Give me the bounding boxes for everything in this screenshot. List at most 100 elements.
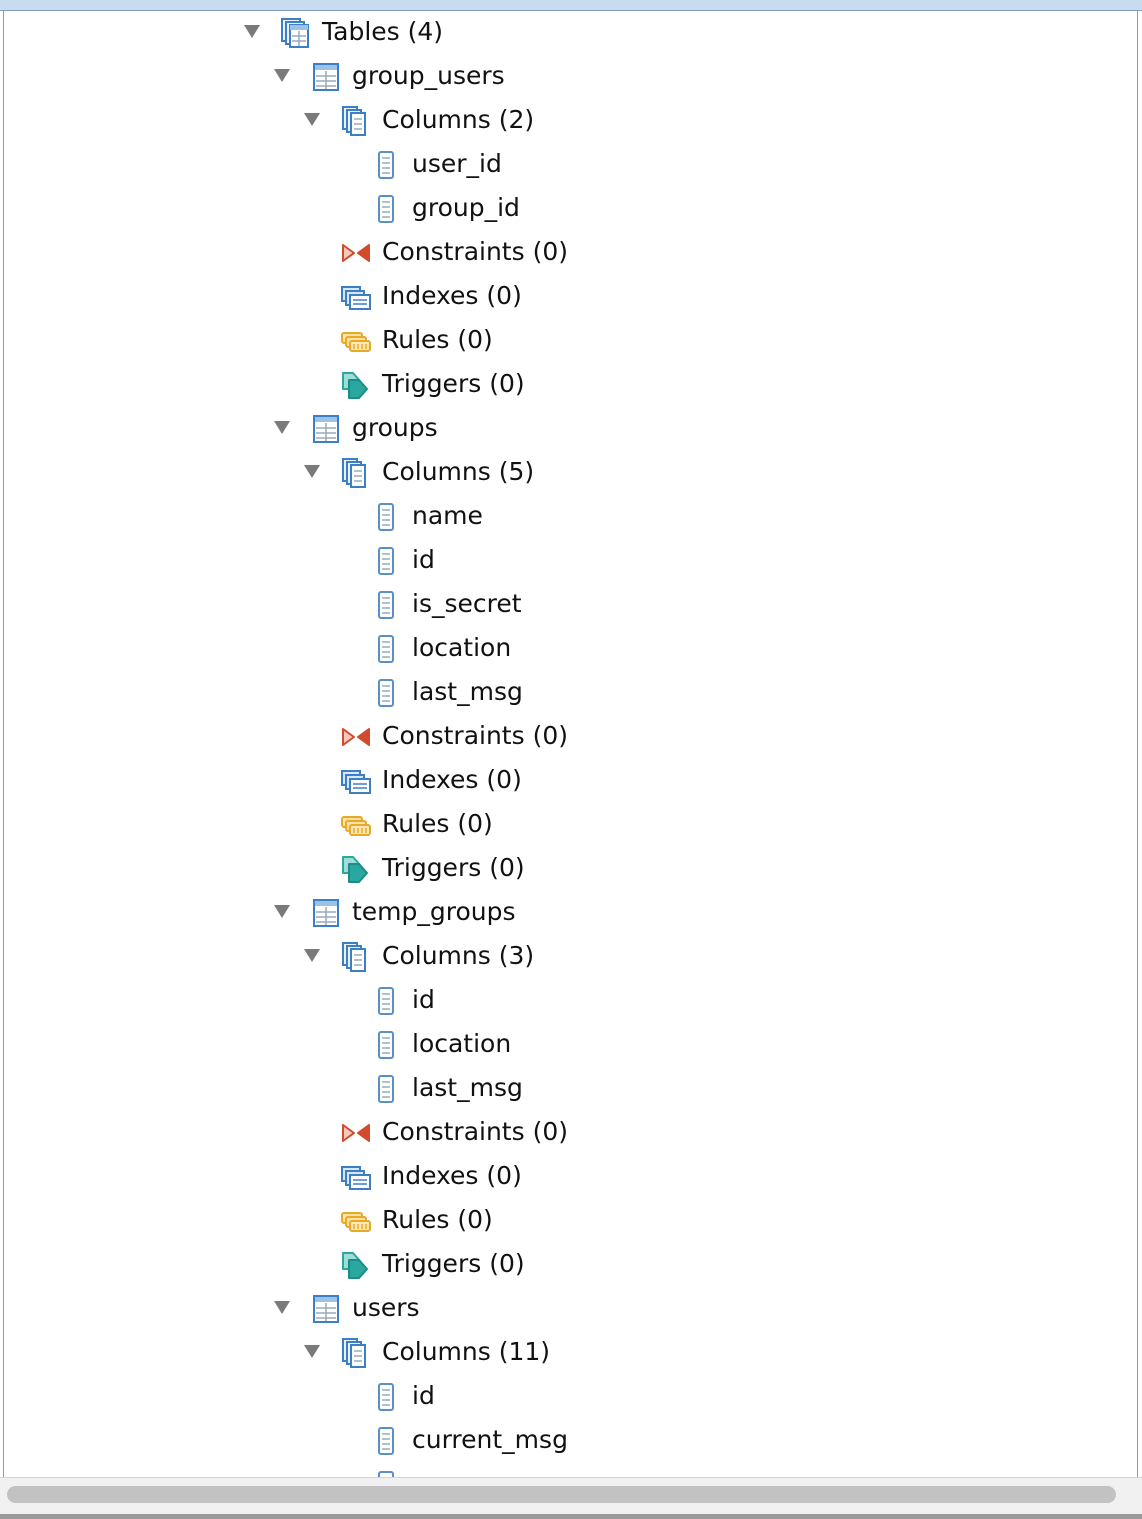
tree-row-label: Rules (0) xyxy=(382,809,493,838)
tree-row-triggers[interactable]: Triggers (0) xyxy=(4,847,1137,891)
expand-toggle-icon[interactable] xyxy=(244,25,260,38)
tree-row-last-msg[interactable]: last_msg xyxy=(4,1067,1137,1111)
horizontal-scrollbar[interactable] xyxy=(0,1477,1142,1519)
tree-row-label: Indexes (0) xyxy=(382,1161,522,1190)
tree-row-label: group_users xyxy=(352,61,505,90)
tree-row-user-id[interactable]: user_id xyxy=(4,143,1137,187)
columns-folder-icon xyxy=(340,105,372,137)
column-icon xyxy=(370,1381,402,1413)
panel-border-left xyxy=(3,11,4,1477)
tree-row-label: last_msg xyxy=(412,677,523,706)
tree-row-group-id[interactable]: group_id xyxy=(4,187,1137,231)
tree-row-indexes[interactable]: Indexes (0) xyxy=(4,275,1137,319)
tree-row-id[interactable]: id xyxy=(4,1375,1137,1419)
tree-row-is-secret[interactable]: is_secret xyxy=(4,583,1137,627)
column-icon xyxy=(370,545,402,577)
tree-row-rules[interactable]: Rules (0) xyxy=(4,1199,1137,1243)
expand-toggle-icon[interactable] xyxy=(274,421,290,434)
tree-row-rules[interactable]: Rules (0) xyxy=(4,319,1137,363)
tree-row-label: group_id xyxy=(412,193,520,222)
tree-row-label: Rules (0) xyxy=(382,1205,493,1234)
tree-row-users[interactable]: users xyxy=(4,1287,1137,1331)
expand-toggle-icon[interactable] xyxy=(274,69,290,82)
tree-row-label: id xyxy=(412,545,435,574)
indexes-icon xyxy=(340,281,372,313)
tree-row-indexes[interactable]: Indexes (0) xyxy=(4,1155,1137,1199)
tree-row-triggers[interactable]: Triggers (0) xyxy=(4,1243,1137,1287)
constraints-icon xyxy=(340,1117,372,1149)
tree-row-tables[interactable]: Tables (4) xyxy=(4,11,1137,55)
tree-row-label: id xyxy=(412,1381,435,1410)
tree-row-triggers[interactable]: Triggers (0) xyxy=(4,363,1137,407)
tree-row-label: Triggers (0) xyxy=(382,369,525,398)
expand-toggle-icon[interactable] xyxy=(274,1301,290,1314)
columns-folder-icon xyxy=(340,457,372,489)
tree-row-label: Constraints (0) xyxy=(382,1117,568,1146)
tree-row-label: Triggers (0) xyxy=(382,853,525,882)
tree-row-label: name xyxy=(412,501,483,530)
column-icon xyxy=(370,501,402,533)
tree-row-location[interactable]: location xyxy=(4,1023,1137,1067)
table-icon xyxy=(310,897,342,929)
tree-row-current-msg[interactable]: current_msg xyxy=(4,1419,1137,1463)
tree-row-label: Columns (3) xyxy=(382,941,535,970)
columns-folder-icon xyxy=(340,941,372,973)
tree-row-columns[interactable]: Columns (11) xyxy=(4,1331,1137,1375)
expand-toggle-icon[interactable] xyxy=(274,905,290,918)
tree-row-rules[interactable]: Rules (0) xyxy=(4,803,1137,847)
tree-row-columns[interactable]: Columns (5) xyxy=(4,451,1137,495)
panel-title-bar xyxy=(0,0,1142,11)
tree-row-last-msg[interactable]: last_msg xyxy=(4,671,1137,715)
expand-toggle-icon[interactable] xyxy=(304,465,320,478)
tree-row-label: Indexes (0) xyxy=(382,765,522,794)
panel-border-right xyxy=(1137,11,1138,1477)
tree-row-id[interactable]: id xyxy=(4,539,1137,583)
tree-row-item[interactable] xyxy=(4,1463,1137,1477)
column-icon xyxy=(370,149,402,181)
triggers-icon xyxy=(340,369,372,401)
tree-row-label: temp_groups xyxy=(352,897,516,926)
tree-row-constraints[interactable]: Constraints (0) xyxy=(4,231,1137,275)
rules-icon xyxy=(340,809,372,841)
tree-row-label: groups xyxy=(352,413,438,442)
column-icon xyxy=(370,677,402,709)
tree-row-label: Constraints (0) xyxy=(382,237,568,266)
tree-row-temp-groups[interactable]: temp_groups xyxy=(4,891,1137,935)
column-icon xyxy=(370,1425,402,1457)
tree-row-label: current_msg xyxy=(412,1425,568,1454)
horizontal-scrollbar-thumb[interactable] xyxy=(7,1486,1116,1503)
triggers-icon xyxy=(340,853,372,885)
rules-icon xyxy=(340,325,372,357)
tree-row-groups[interactable]: groups xyxy=(4,407,1137,451)
tree-row-group-users[interactable]: group_users xyxy=(4,55,1137,99)
tree-row-indexes[interactable]: Indexes (0) xyxy=(4,759,1137,803)
column-icon xyxy=(370,985,402,1017)
tree-row-label: Columns (2) xyxy=(382,105,535,134)
table-icon xyxy=(310,413,342,445)
tree-row-columns[interactable]: Columns (3) xyxy=(4,935,1137,979)
tree-row-name[interactable]: name xyxy=(4,495,1137,539)
indexes-icon xyxy=(340,1161,372,1193)
tree-row-constraints[interactable]: Constraints (0) xyxy=(4,1111,1137,1155)
tree-row-label: Indexes (0) xyxy=(382,281,522,310)
column-icon xyxy=(370,589,402,621)
tree-row-label: users xyxy=(352,1293,420,1322)
tree-row-constraints[interactable]: Constraints (0) xyxy=(4,715,1137,759)
tree-row-location[interactable]: location xyxy=(4,627,1137,671)
expand-toggle-icon[interactable] xyxy=(304,113,320,126)
triggers-icon xyxy=(340,1249,372,1281)
tree-row-label: id xyxy=(412,985,435,1014)
tables-folder-icon xyxy=(280,17,312,49)
tree-row-label: Rules (0) xyxy=(382,325,493,354)
tree-row-label: Triggers (0) xyxy=(382,1249,525,1278)
expand-toggle-icon[interactable] xyxy=(304,1345,320,1358)
tree-row-id[interactable]: id xyxy=(4,979,1137,1023)
column-icon xyxy=(370,1469,402,1477)
tree-row-columns[interactable]: Columns (2) xyxy=(4,99,1137,143)
panel-border-bottom xyxy=(0,1514,1142,1519)
tree-row-label: Constraints (0) xyxy=(382,721,568,750)
table-icon xyxy=(310,1293,342,1325)
expand-toggle-icon[interactable] xyxy=(304,949,320,962)
tree-row-label: is_secret xyxy=(412,589,522,618)
